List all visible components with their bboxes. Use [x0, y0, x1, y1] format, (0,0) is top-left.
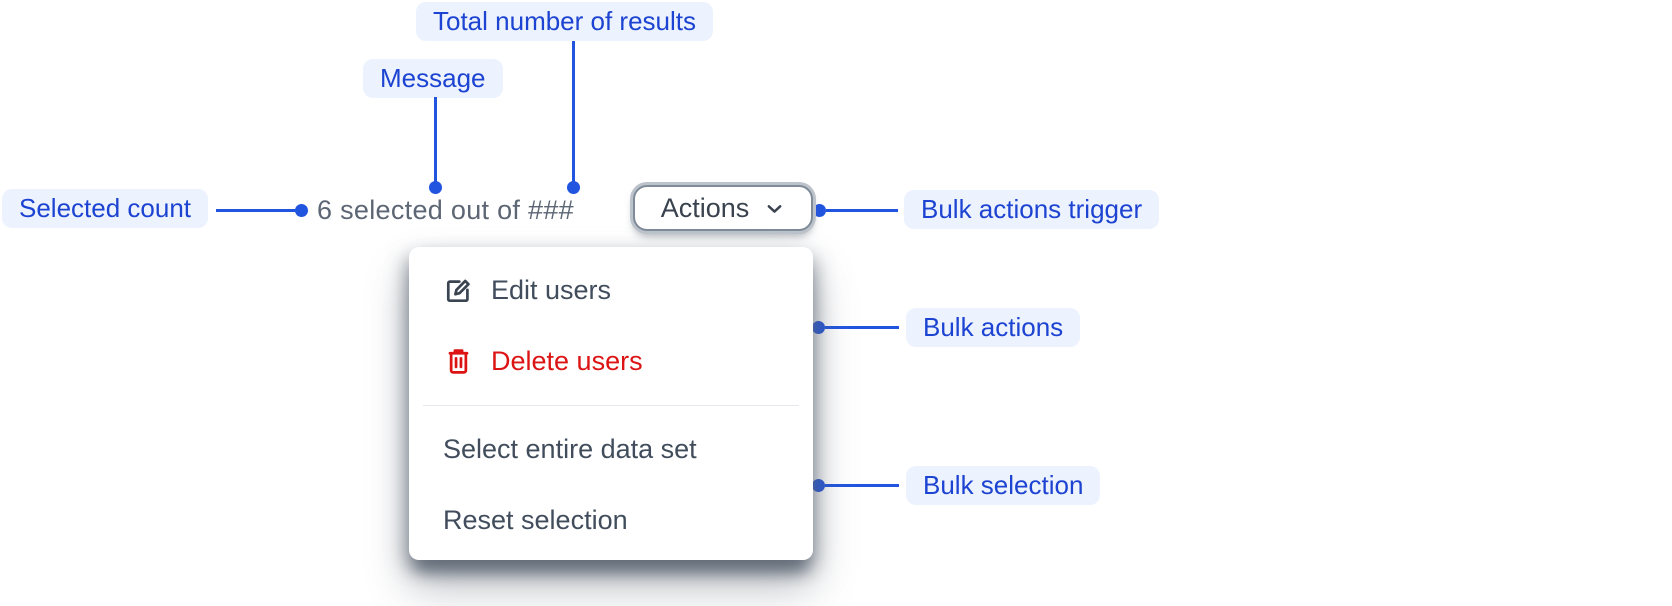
- menu-item-label: Edit users: [491, 275, 612, 305]
- connector-line-bulk-actions: [825, 326, 899, 329]
- menu-item-edit-users[interactable]: Edit users: [409, 255, 813, 326]
- connector-line-message: [434, 97, 437, 182]
- connector-dot-bulk-actions-trigger: [813, 204, 826, 217]
- trash-icon: [443, 346, 474, 377]
- connector-dot-selected-count: [295, 204, 308, 217]
- menu-item-delete-users[interactable]: Delete users: [409, 326, 813, 397]
- annotation-label-bulk-actions-trigger: Bulk actions trigger: [904, 190, 1160, 229]
- connector-dot-message: [429, 181, 442, 194]
- connector-dot-bulk-selection: [812, 479, 825, 492]
- connector-line-bulk-actions-trigger: [826, 209, 898, 212]
- connector-dot-bulk-actions: [812, 321, 825, 334]
- annotation-label-message: Message: [363, 59, 503, 98]
- bulk-actions-dropdown: Edit users Delete users Select entire da…: [409, 247, 813, 560]
- bulk-actions-menu: Edit users Delete users Select entire da…: [409, 247, 813, 561]
- annotation-label-total-results: Total number of results: [416, 2, 714, 41]
- edit-icon: [443, 275, 474, 306]
- annotation-label-bulk-actions: Bulk actions: [906, 308, 1081, 347]
- menu-item-label: Select entire data set: [443, 434, 697, 464]
- connector-line-selected-count: [216, 209, 296, 212]
- menu-divider: [423, 405, 799, 406]
- connector-line-bulk-selection: [825, 484, 899, 487]
- menu-item-label: Delete users: [491, 346, 643, 376]
- connector-dot-total-results: [567, 181, 580, 194]
- annotation-label-bulk-selection: Bulk selection: [906, 466, 1101, 505]
- connector-line-total-results: [572, 41, 575, 182]
- actions-button-label: Actions: [660, 192, 750, 223]
- selection-count-message: 6 selected out of ###: [317, 195, 574, 225]
- bulk-actions-trigger-button[interactable]: Actions: [633, 185, 813, 231]
- menu-item-label: Reset selection: [443, 505, 628, 535]
- annotation-label-selected-count: Selected count: [2, 189, 209, 228]
- menu-item-select-entire-data-set[interactable]: Select entire data set: [409, 414, 813, 485]
- menu-item-reset-selection[interactable]: Reset selection: [409, 485, 813, 556]
- chevron-down-icon: [764, 198, 785, 219]
